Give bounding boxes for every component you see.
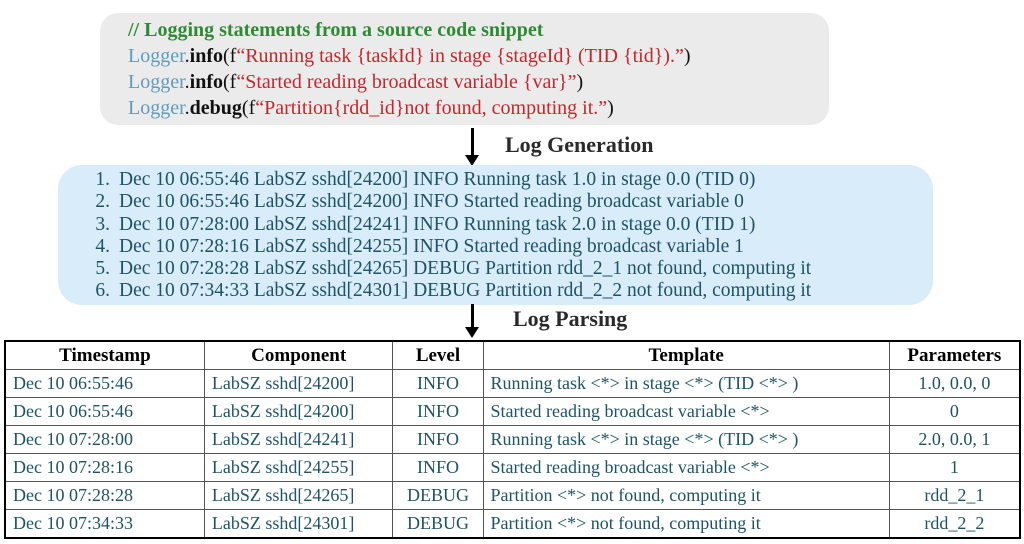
code-open-paren: (f — [241, 97, 256, 119]
code-dot: . — [184, 71, 190, 93]
cell-template: Running task <*> in stage <*> (TID <*> ) — [482, 425, 890, 454]
log-line-text: Dec 10 06:55:46 LabSZ sshd[24200] INFO S… — [119, 191, 744, 213]
log-line-number: 3. — [95, 213, 110, 235]
log-line-text: Dec 10 07:28:00 LabSZ sshd[24241] INFO R… — [119, 213, 756, 235]
table-row: Dec 10 06:55:46 LabSZ sshd[24200] INFO R… — [4, 369, 1021, 398]
code-comment-line: // Logging statements from a source code… — [128, 17, 829, 43]
code-string: “Partition{rdd_id}not found, computing i… — [255, 97, 608, 119]
code-string: “Running task {taskId} in stage {stageId… — [236, 45, 684, 67]
code-dot: . — [184, 45, 190, 67]
cell-level: INFO — [392, 453, 484, 482]
code-string: “Started reading broadcast variable {var… — [236, 71, 577, 93]
cell-component: LabSZ sshd[24301] — [203, 509, 394, 539]
log-parsing-label: Log Parsing — [513, 306, 628, 331]
code-open-paren: (f — [223, 45, 237, 67]
cell-parameters: rdd_2_2 — [888, 509, 1021, 539]
code-method: info — [189, 45, 223, 67]
table-row: Dec 10 06:55:46 LabSZ sshd[24200] INFO S… — [4, 397, 1021, 426]
code-open-paren: (f — [223, 71, 237, 93]
cell-parameters: 2.0, 0.0, 1 — [888, 425, 1021, 454]
log-line: 4. Dec 10 07:28:16 LabSZ sshd[24255] INFO… — [58, 236, 933, 258]
table-row: Dec 10 07:28:16 LabSZ sshd[24255] INFO S… — [4, 453, 1021, 482]
cell-level: INFO — [392, 397, 484, 426]
log-line-number: 1. — [95, 169, 110, 190]
table-header-row: Timestamp Component Level Template Param… — [4, 340, 1021, 370]
log-line: 5. Dec 10 07:28:28 LabSZ sshd[24265] DEBU… — [58, 258, 933, 280]
cell-timestamp: Dec 10 07:28:00 — [4, 425, 205, 454]
code-close-paren: ) — [683, 45, 691, 67]
cell-component: LabSZ sshd[24200] — [203, 369, 394, 398]
log-line: 2. Dec 10 06:55:46 LabSZ sshd[24200] INFO… — [58, 191, 933, 213]
cell-template: Started reading broadcast variable <*> — [482, 397, 890, 426]
cell-level: INFO — [392, 369, 484, 398]
arrow-down-icon — [471, 128, 474, 156]
log-line: 1. Dec 10 06:55:46 LabSZ sshd[24200] INFO… — [58, 169, 933, 191]
cell-component: LabSZ sshd[24241] — [203, 425, 394, 454]
log-line-text: Dec 10 07:34:33 LabSZ sshd[24301] DEBUG … — [119, 280, 812, 302]
cell-parameters: 0 — [888, 397, 1021, 426]
table-row: Dec 10 07:34:33 LabSZ sshd[24301] DEBUG … — [4, 509, 1021, 539]
cell-timestamp: Dec 10 06:55:46 — [4, 369, 205, 398]
arrow-down-head-icon — [465, 327, 479, 338]
code-dot: . — [184, 97, 190, 119]
cell-template: Started reading broadcast variable <*> — [482, 453, 890, 482]
cell-parameters: rdd_2_1 — [888, 481, 1021, 510]
log-line: 6. Dec 10 07:34:33 LabSZ sshd[24301] DEBU… — [58, 280, 933, 302]
cell-component: LabSZ sshd[24265] — [203, 481, 394, 510]
raw-log-box: 1. Dec 10 06:55:46 LabSZ sshd[24200] INFO… — [58, 165, 933, 305]
cell-timestamp: Dec 10 07:28:28 — [4, 481, 205, 510]
code-snippet-box: // Logging statements from a source code… — [100, 13, 829, 125]
code-line: Logger.info(f“Running task {taskId} in s… — [128, 43, 829, 69]
cell-level: DEBUG — [392, 481, 484, 510]
code-method: debug — [189, 97, 242, 119]
cell-template: Running task <*> in stage <*> (TID <*> ) — [482, 369, 890, 398]
code-object: Logger — [128, 97, 185, 119]
cell-template: Partition <*> not found, computing it — [482, 481, 890, 510]
log-line-number: 2. — [95, 191, 110, 213]
code-method: info — [189, 71, 223, 93]
code-object: Logger — [128, 45, 185, 67]
cell-parameters: 1 — [888, 453, 1021, 482]
log-line-number: 4. — [95, 235, 110, 257]
code-comment: // Logging statements from a source code… — [128, 19, 544, 41]
log-line-number: 6. — [95, 280, 110, 302]
log-generation-label: Log Generation — [505, 132, 654, 157]
log-line-text: Dec 10 06:55:46 LabSZ sshd[24200] INFO R… — [119, 169, 756, 190]
cell-parameters: 1.0, 0.0, 0 — [888, 369, 1021, 398]
code-line: Logger.info(f“Started reading broadcast … — [128, 69, 829, 95]
log-line-text: Dec 10 07:28:28 LabSZ sshd[24265] DEBUG … — [119, 258, 812, 280]
code-object: Logger — [128, 71, 185, 93]
column-header-parameters: Parameters — [888, 340, 1021, 370]
code-close-paren: ) — [576, 71, 584, 93]
cell-timestamp: Dec 10 07:28:16 — [4, 453, 205, 482]
code-close-paren: ) — [607, 97, 614, 119]
column-header-template: Template — [482, 340, 890, 370]
parsed-log-table: Timestamp Component Level Template Param… — [4, 340, 1021, 539]
cell-component: LabSZ sshd[24255] — [203, 453, 394, 482]
arrow-down-icon — [471, 304, 474, 328]
cell-template: Partition <*> not found, computing it — [482, 509, 890, 539]
log-line-text: Dec 10 07:28:16 LabSZ sshd[24255] INFO S… — [119, 235, 744, 257]
arrow-down-head-icon — [465, 155, 479, 166]
column-header-timestamp: Timestamp — [4, 340, 205, 370]
code-line: Logger.debug(f“Partition{rdd_id}not foun… — [128, 95, 829, 121]
table-row: Dec 10 07:28:28 LabSZ sshd[24265] DEBUG … — [4, 481, 1021, 510]
log-line-number: 5. — [95, 258, 110, 280]
cell-level: INFO — [392, 425, 484, 454]
cell-level: DEBUG — [392, 509, 484, 539]
column-header-level: Level — [392, 340, 484, 370]
log-line: 3. Dec 10 07:28:00 LabSZ sshd[24241] INFO… — [58, 214, 933, 236]
cell-timestamp: Dec 10 06:55:46 — [4, 397, 205, 426]
cell-timestamp: Dec 10 07:34:33 — [4, 509, 205, 539]
table-row: Dec 10 07:28:00 LabSZ sshd[24241] INFO R… — [4, 425, 1021, 454]
cell-component: LabSZ sshd[24200] — [203, 397, 394, 426]
column-header-component: Component — [203, 340, 394, 370]
